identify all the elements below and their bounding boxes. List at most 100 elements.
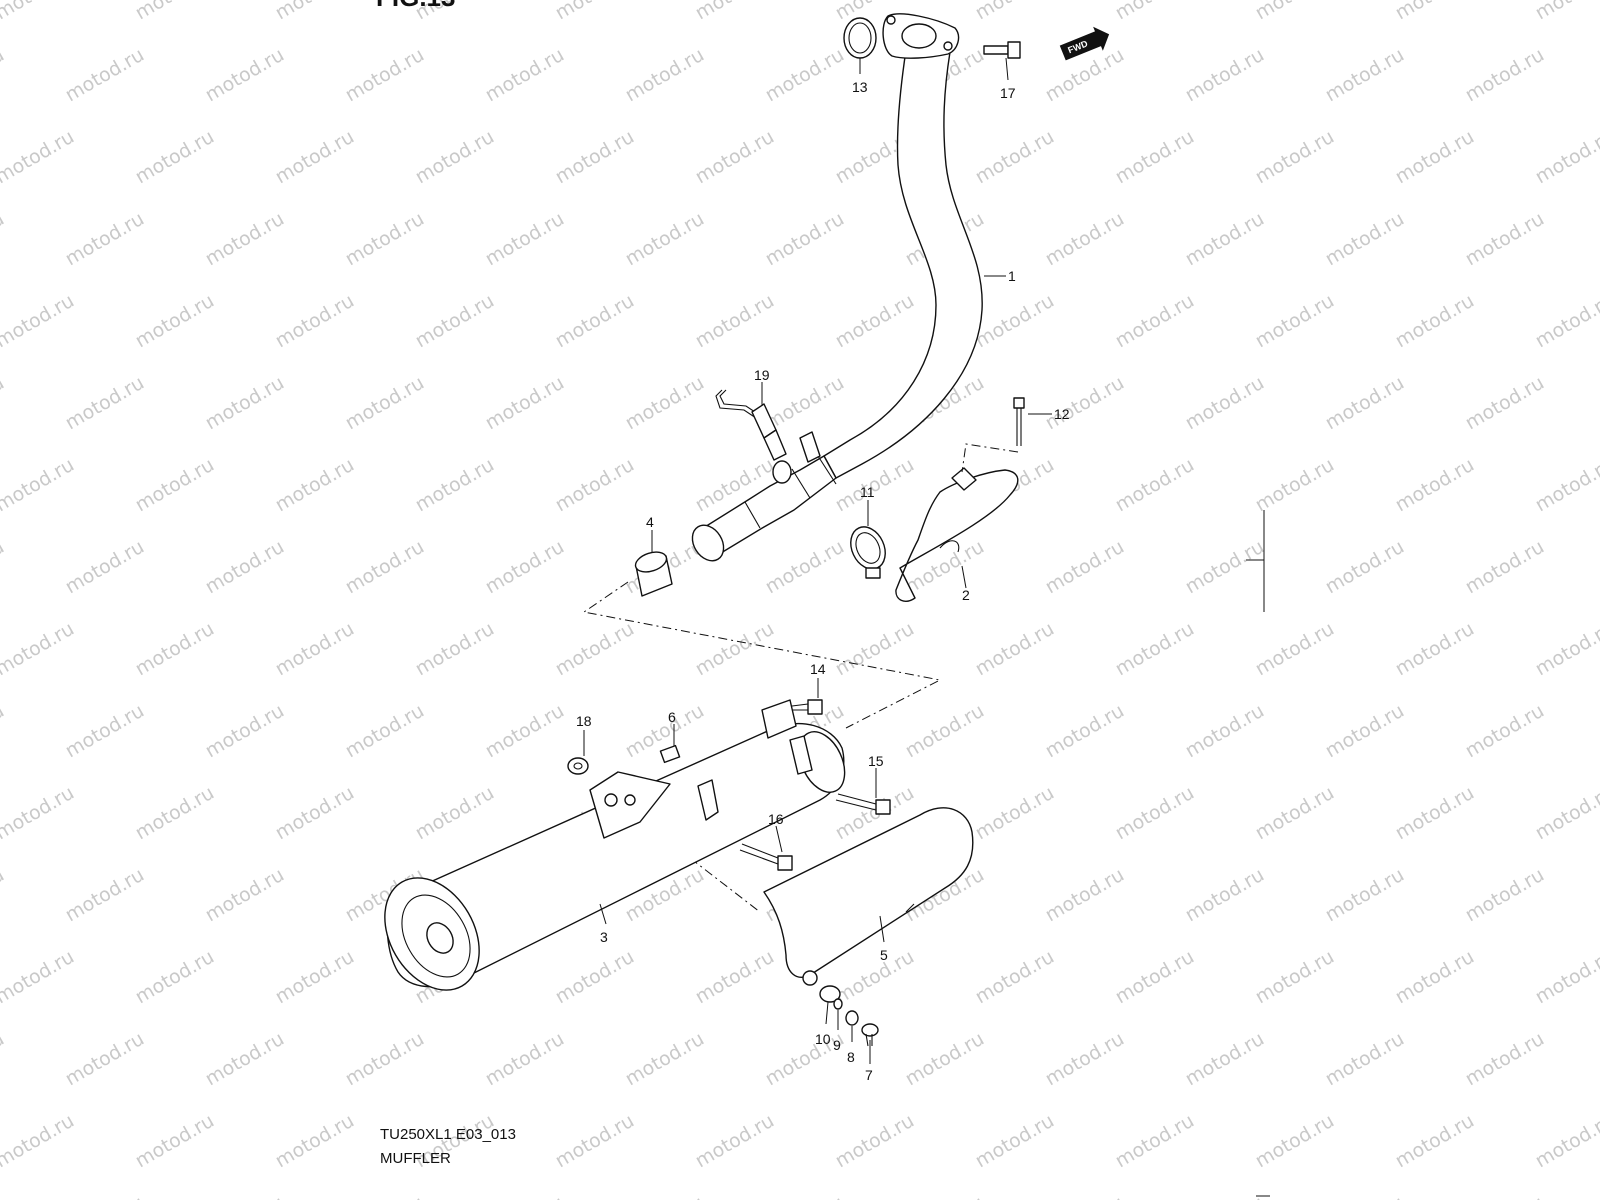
- watermark-text: motod.ru: [552, 454, 638, 517]
- watermark-text: motod.ru: [552, 1110, 638, 1173]
- watermark-text: motod.ru: [552, 290, 638, 353]
- pipe-clamp: [850, 526, 886, 579]
- watermark-text: motod.ru: [1462, 864, 1548, 927]
- callout-9: 9: [833, 1010, 841, 1053]
- watermark-text: motod.ru: [1042, 536, 1128, 599]
- watermark-text: motod.ru: [1182, 700, 1268, 763]
- watermark-text: motod.ru: [1462, 372, 1548, 435]
- watermark-text: motod.ru: [1392, 782, 1478, 845]
- watermark-text: motod.ru: [482, 1028, 568, 1091]
- callout-6: 6: [668, 709, 676, 746]
- svg-text:18: 18: [576, 713, 592, 729]
- watermark-text: motod.ru: [1252, 126, 1338, 189]
- watermark-text: motod.ru: [1252, 290, 1338, 353]
- watermark-text: motod.ru: [202, 1192, 288, 1200]
- watermark-text: motod.ru: [1112, 618, 1198, 681]
- watermark-text: motod.ru: [1462, 1028, 1548, 1091]
- watermark-text: motod.ru: [1322, 208, 1408, 271]
- watermark-text: motod.ru: [1462, 44, 1548, 107]
- flange-bolt: [983, 41, 1021, 59]
- watermark-text: motod.ru: [0, 0, 78, 24]
- watermark-text: motod.ru: [482, 1192, 568, 1200]
- mounting-hardware: [567, 699, 891, 1047]
- watermark-text: motod.ru: [1042, 372, 1128, 435]
- svg-text:2: 2: [962, 587, 970, 603]
- watermark-text: motod.ru: [1182, 1028, 1268, 1091]
- watermark-text: motod.ru: [62, 208, 148, 271]
- watermark-text: motod.ru: [272, 290, 358, 353]
- svg-text:17: 17: [1000, 85, 1016, 101]
- watermark-text: motod.ru: [972, 946, 1058, 1009]
- watermark-text: motod.ru: [0, 1110, 78, 1173]
- watermark-text: motod.ru: [272, 0, 358, 24]
- watermark-text: motod.ru: [762, 372, 848, 435]
- watermark-text: motod.ru: [132, 0, 218, 24]
- watermark-text: motod.ru: [0, 44, 8, 107]
- svg-text:7: 7: [865, 1067, 873, 1083]
- watermark-text: motod.ru: [0, 126, 78, 189]
- watermark-text: motod.ru: [902, 1192, 988, 1200]
- watermark-text: motod.ru: [132, 290, 218, 353]
- model-code-caption: TU250XL1 E03_013: [380, 1126, 516, 1143]
- watermark-text: motod.ru: [1462, 536, 1548, 599]
- watermark-text: motod.ru: [482, 536, 568, 599]
- svg-text:14: 14: [810, 661, 826, 677]
- watermark-text: motod.ru: [552, 126, 638, 189]
- watermark-text: motod.ru: [202, 864, 288, 927]
- watermark-text: motod.ru: [342, 1028, 428, 1091]
- watermark-text: motod.ru: [132, 946, 218, 1009]
- watermark-text: motod.ru: [622, 44, 708, 107]
- watermark-text: motod.ru: [412, 782, 498, 845]
- watermark-text: motod.ru: [552, 618, 638, 681]
- watermark-text: motod.ru: [412, 126, 498, 189]
- muffler: [384, 699, 846, 991]
- callout-17: 17: [1000, 57, 1016, 101]
- watermark-text: motod.ru: [1112, 290, 1198, 353]
- callout-5: 5: [879, 915, 888, 963]
- watermark-text: motod.ru: [0, 864, 8, 927]
- watermark-text: motod.ru: [1182, 372, 1268, 435]
- svg-text:15: 15: [868, 753, 884, 769]
- watermark-text: motod.ru: [622, 372, 708, 435]
- watermark-text: motod.ru: [1532, 126, 1600, 189]
- watermark-text: motod.ru: [1392, 126, 1478, 189]
- watermark-text: motod.ru: [62, 536, 148, 599]
- watermark-text: motod.ru: [482, 700, 568, 763]
- watermark-text: motod.ru: [1532, 1110, 1600, 1173]
- watermark-text: motod.ru: [1112, 454, 1198, 517]
- watermark-text: motod.ru: [1042, 1192, 1128, 1200]
- watermark-text: motod.ru: [412, 290, 498, 353]
- watermark-text: motod.ru: [1182, 1192, 1268, 1200]
- watermark-text: motod.ru: [832, 946, 918, 1009]
- watermark-text: motod.ru: [1042, 700, 1128, 763]
- watermark-text: motod.ru: [1392, 290, 1478, 353]
- watermark-text: motod.ru: [0, 782, 78, 845]
- watermark-text: motod.ru: [762, 1192, 848, 1200]
- watermark-text: motod.ru: [1112, 946, 1198, 1009]
- watermark-text: motod.ru: [1252, 454, 1338, 517]
- callout-11: 11: [860, 484, 875, 526]
- svg-text:3: 3: [600, 929, 608, 945]
- watermark-text: motod.ru: [1462, 208, 1548, 271]
- watermark-text: motod.ru: [1322, 1028, 1408, 1091]
- svg-text:19: 19: [754, 367, 770, 383]
- watermark-text: motod.ru: [0, 290, 78, 353]
- watermark-text: motod.ru: [1392, 0, 1478, 24]
- watermark-text: motod.ru: [272, 454, 358, 517]
- watermark-text: motod.ru: [1252, 946, 1338, 1009]
- watermark-text: motod.ru: [62, 44, 148, 107]
- callout-8: 8: [847, 1026, 855, 1065]
- watermark-text: motod.ru: [62, 372, 148, 435]
- callout-15: 15: [868, 753, 884, 798]
- watermark-text: motod.ru: [1532, 290, 1600, 353]
- watermark-text: motod.ru: [202, 1028, 288, 1091]
- watermark-text: motod.ru: [1252, 782, 1338, 845]
- watermark-text: motod.ru: [1112, 782, 1198, 845]
- watermark-text: motod.ru: [272, 946, 358, 1009]
- watermark-text: motod.ru: [1182, 864, 1268, 927]
- watermark-text: motod.ru: [0, 372, 8, 435]
- watermark-text: motod.ru: [1322, 864, 1408, 927]
- watermark-text: motod.ru: [972, 782, 1058, 845]
- watermark-text: motod.ru: [412, 454, 498, 517]
